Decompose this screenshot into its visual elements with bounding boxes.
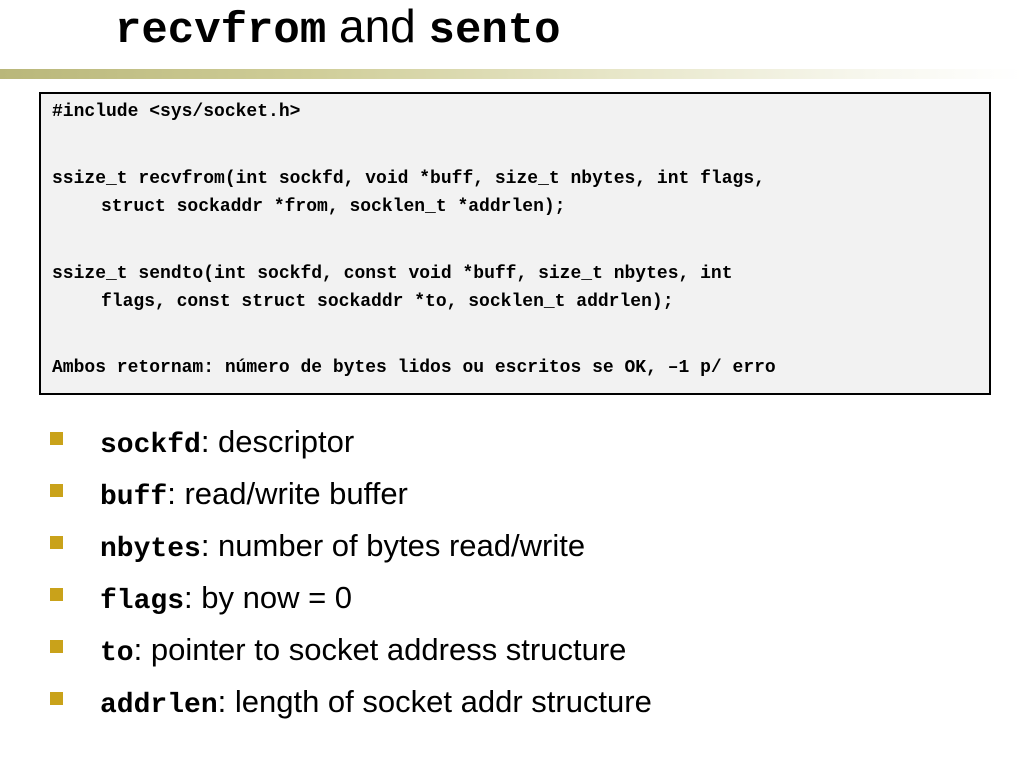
- square-bullet-icon: [50, 432, 63, 445]
- param-description: : descriptor: [200, 424, 355, 459]
- param-description: : read/write buffer: [167, 476, 408, 511]
- square-bullet-icon: [50, 692, 63, 705]
- code-include-line: #include <sys/socket.h>: [52, 102, 301, 122]
- slide-title: recvfrom and sento: [115, 0, 561, 56]
- param-name: flags: [100, 586, 185, 617]
- list-item-text: flags: by now = 0: [100, 578, 352, 624]
- square-bullet-icon: [50, 640, 63, 653]
- param-description: : length of socket addr structure: [217, 684, 652, 719]
- list-item-text: buff: read/write buffer: [100, 474, 408, 520]
- param-description: : number of bytes read/write: [200, 528, 586, 563]
- list-item: addrlen: length of socket addr structure: [0, 676, 1000, 728]
- param-name: buff: [100, 482, 168, 513]
- list-item-text: sockfd: descriptor: [100, 422, 354, 468]
- code-sendto-line-2: flags, const struct sockaddr *to, sockle…: [101, 292, 674, 312]
- square-bullet-icon: [50, 484, 63, 497]
- param-description: : by now = 0: [184, 580, 353, 615]
- param-name: sockfd: [100, 430, 201, 461]
- title-recvfrom: recvfrom: [115, 6, 327, 56]
- title-sento: sento: [428, 6, 561, 56]
- code-recvfrom-line-1: ssize_t recvfrom(int sockfd, void *buff,…: [52, 169, 765, 189]
- square-bullet-icon: [50, 536, 63, 549]
- list-item-text: addrlen: length of socket addr structure: [100, 682, 652, 728]
- list-item: buff: read/write buffer: [0, 468, 1000, 520]
- list-item: to: pointer to socket address structure: [0, 624, 1000, 676]
- code-returns-line: Ambos retornam: número de bytes lidos ou…: [52, 358, 776, 378]
- list-item: nbytes: number of bytes read/write: [0, 520, 1000, 572]
- title-divider: [0, 69, 1023, 79]
- list-item-text: to: pointer to socket address structure: [100, 630, 626, 676]
- param-name: nbytes: [100, 534, 201, 565]
- list-item: sockfd: descriptor: [0, 416, 1000, 468]
- list-item: flags: by now = 0: [0, 572, 1000, 624]
- param-description: : pointer to socket address structure: [133, 632, 627, 667]
- code-recvfrom-line-2: struct sockaddr *from, socklen_t *addrle…: [101, 197, 566, 217]
- code-sendto-line-1: ssize_t sendto(int sockfd, const void *b…: [52, 264, 733, 284]
- param-name: to: [100, 638, 134, 669]
- list-item-text: nbytes: number of bytes read/write: [100, 526, 585, 572]
- param-name: addrlen: [100, 690, 218, 721]
- square-bullet-icon: [50, 588, 63, 601]
- title-and: and: [326, 0, 429, 52]
- code-block: #include <sys/socket.h> ssize_t recvfrom…: [39, 92, 991, 395]
